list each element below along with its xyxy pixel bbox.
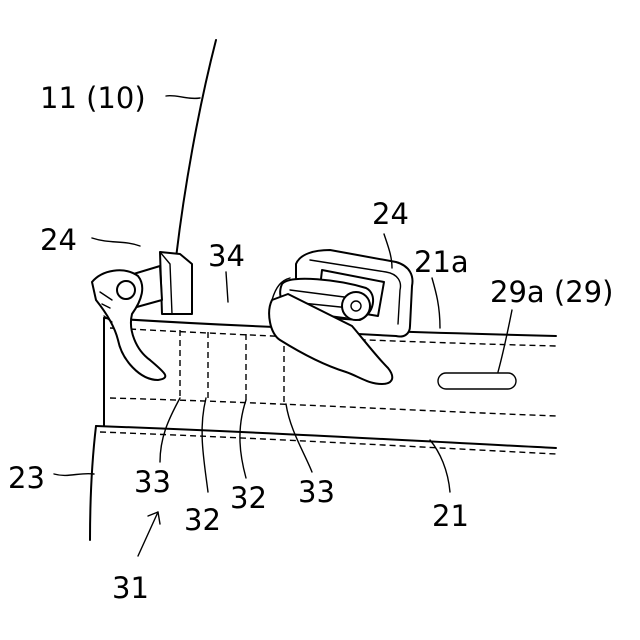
member-11-line	[176, 40, 216, 258]
hook-24-left	[92, 252, 192, 380]
label-29a: 29a (29)	[490, 275, 613, 309]
label-34: 34	[208, 239, 245, 273]
slot-29a	[438, 373, 516, 389]
label-33-right: 33	[298, 475, 335, 509]
arrow-31	[138, 512, 160, 556]
label-24-left: 24	[40, 223, 77, 257]
label-32-right: 32	[230, 481, 267, 515]
hook-24-right	[269, 250, 412, 384]
label-21: 21	[432, 499, 469, 533]
label-31: 31	[112, 571, 149, 605]
label-11: 11 (10)	[40, 81, 146, 115]
label-23: 23	[8, 461, 45, 495]
label-21a: 21a	[414, 245, 469, 279]
label-24-right: 24	[372, 197, 409, 231]
label-32-left: 32	[184, 503, 221, 537]
front-member-23	[90, 426, 96, 540]
partitions	[180, 330, 284, 404]
label-33-left: 33	[134, 465, 171, 499]
